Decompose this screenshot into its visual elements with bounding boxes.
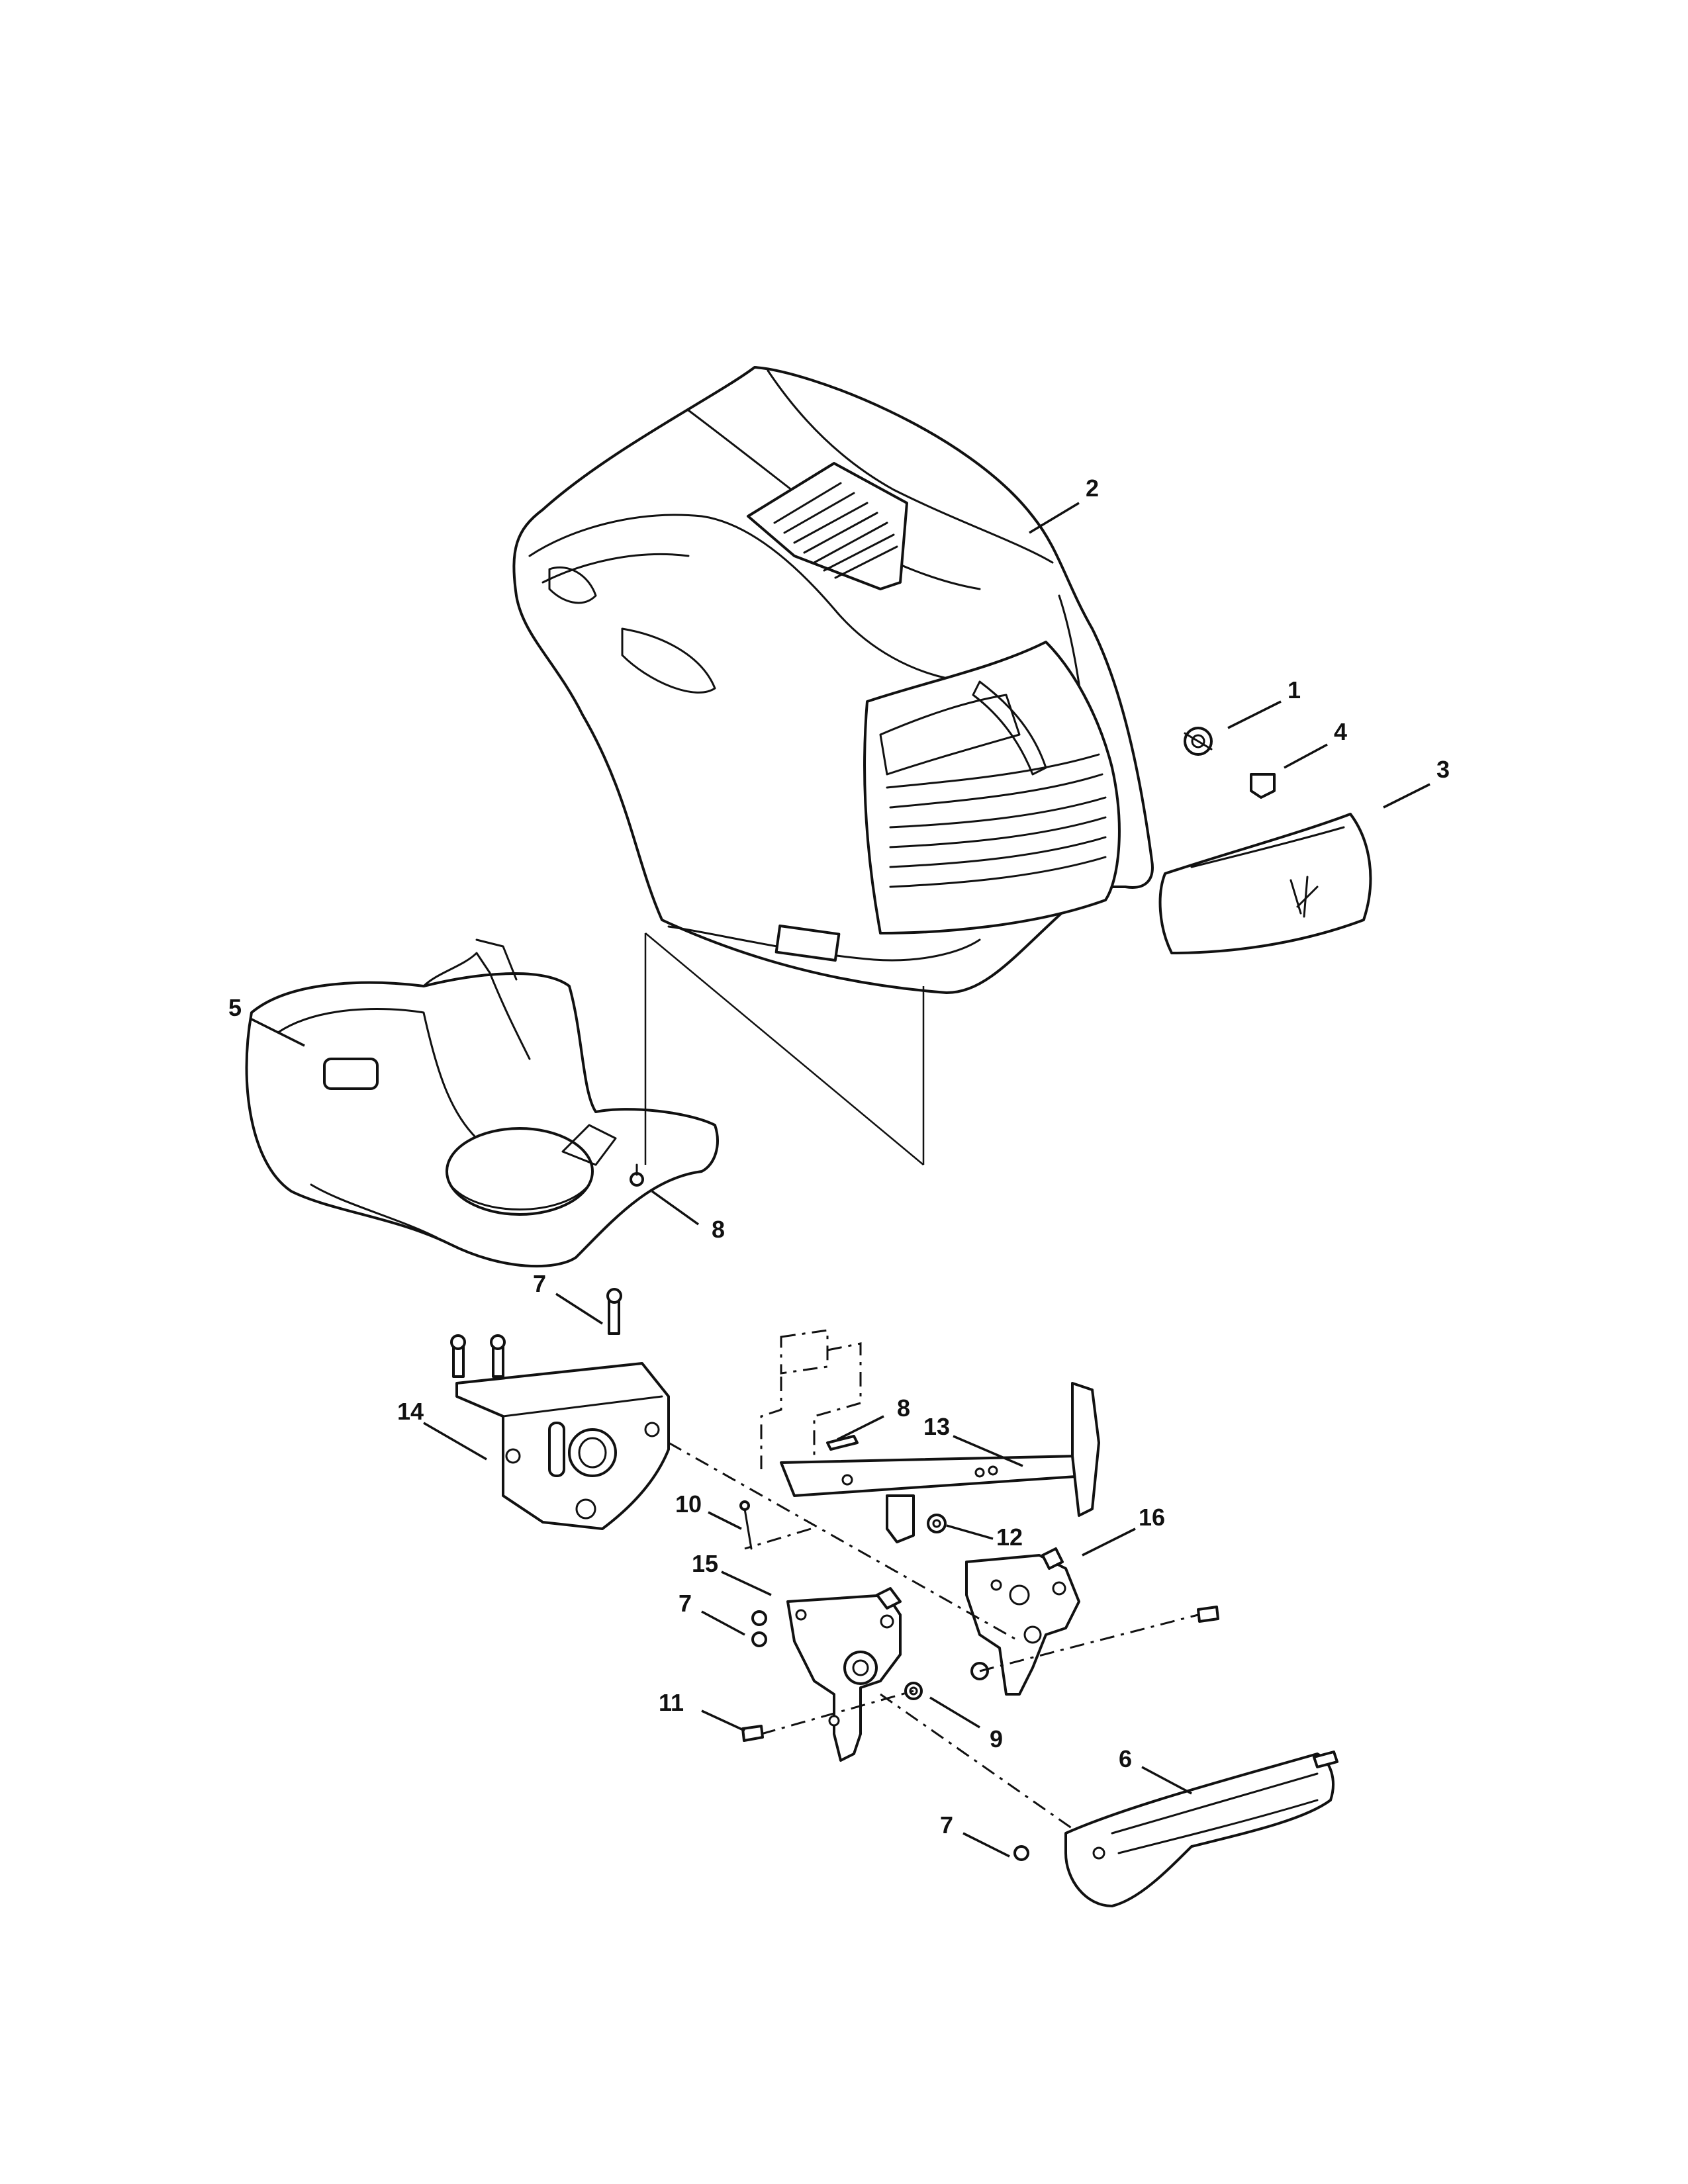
callout-3: 3	[1436, 756, 1450, 783]
callout-7-middle: 7	[679, 1590, 692, 1617]
callout-8-upper: 8	[712, 1216, 725, 1243]
callout-labels: 1 2 3 4 5 6 7 7 7 8 8 9 10 11 12 13 14 1…	[228, 475, 1450, 1839]
bolt-part-11	[741, 1725, 764, 1742]
callout-14: 14	[397, 1398, 424, 1425]
bracket-part-16	[965, 1547, 1080, 1696]
screws-part-7-middle	[751, 1610, 767, 1647]
guide-lines	[644, 933, 925, 1165]
nut-part-12	[927, 1514, 947, 1533]
callout-9: 9	[990, 1725, 1003, 1752]
pin-part-10	[739, 1500, 753, 1550]
hood-part-2	[512, 366, 1154, 994]
callout-1: 1	[1288, 676, 1301, 704]
leader-lines	[251, 502, 1430, 1858]
assembly-dashed-lines	[668, 1441, 1199, 1835]
callout-13: 13	[923, 1413, 950, 1440]
grille-insert-part-3	[1158, 813, 1372, 954]
callout-7-bottom: 7	[940, 1811, 953, 1839]
callout-12: 12	[996, 1524, 1023, 1551]
screw-part-4	[1250, 773, 1276, 799]
dash-panel-part-5	[245, 938, 719, 1268]
callout-16: 16	[1139, 1504, 1165, 1531]
callout-8-lower: 8	[897, 1394, 910, 1422]
bolt-right	[1197, 1606, 1219, 1623]
callout-7-top: 7	[533, 1270, 546, 1297]
bumper-part-6	[1064, 1751, 1338, 1907]
callout-2: 2	[1086, 475, 1099, 502]
bolt-part-8-upper	[630, 1163, 644, 1187]
callout-6: 6	[1119, 1745, 1132, 1772]
bracket-part-14	[450, 1288, 670, 1530]
callout-15: 15	[692, 1550, 718, 1577]
callout-11: 11	[659, 1689, 684, 1716]
clip-part-1	[1184, 727, 1213, 756]
bracket-part-13	[760, 1329, 1100, 1543]
callout-5: 5	[228, 994, 242, 1021]
callout-10: 10	[675, 1490, 702, 1518]
bolt-part-7-bottom	[1013, 1845, 1029, 1861]
callout-4: 4	[1334, 718, 1347, 745]
bracket-part-15	[786, 1587, 902, 1762]
